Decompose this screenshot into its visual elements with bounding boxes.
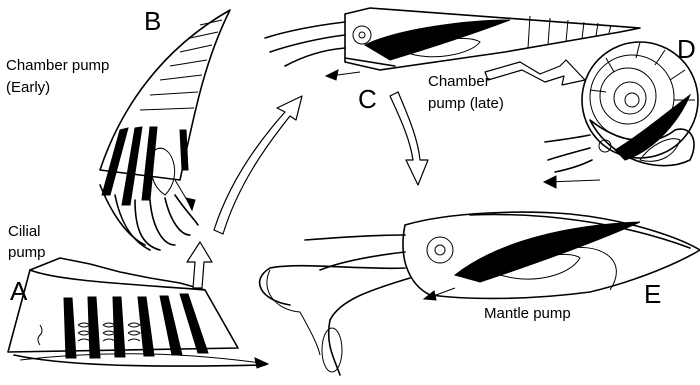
arrow-c-to-e <box>390 92 428 185</box>
stage-a-cilial-pump-organism <box>8 258 268 368</box>
caption-cilial-pump-line1: Cilial <box>8 223 41 240</box>
caption-chamber-pump-early-line2: (Early) <box>6 79 50 96</box>
stage-d-tentacles <box>545 135 592 172</box>
arrow-a-to-b <box>187 242 212 288</box>
label-b: B <box>144 6 161 36</box>
arrow-c-to-d <box>485 60 585 85</box>
stage-e-club <box>322 328 342 372</box>
stage-c-tentacles <box>265 22 345 66</box>
stage-e-eye <box>427 237 453 263</box>
stage-b-chamber-pump-early-organism <box>100 10 230 250</box>
label-c: C <box>358 84 377 114</box>
caption-chamber-pump-early-line1: Chamber pump <box>6 57 109 74</box>
caption-chamber-pump-late-line2: pump (late) <box>428 95 504 112</box>
stage-c-chamber-pump-late-organism <box>265 8 640 80</box>
stage-c-eye <box>353 26 371 44</box>
label-e: E <box>644 279 661 309</box>
labels: B Chamber pump (Early) C Chamber pump (l… <box>6 6 696 322</box>
arrow-a-to-c <box>214 96 302 234</box>
label-d: D <box>677 34 696 64</box>
stage-e-mantle-pump-organism <box>260 212 700 375</box>
stage-b-dark-bands <box>102 127 188 205</box>
caption-cilial-pump-line2: pump <box>8 244 46 261</box>
caption-mantle-pump: Mantle pump <box>484 305 571 322</box>
label-a: A <box>10 276 28 306</box>
caption-chamber-pump-late-line1: Chamber <box>428 73 490 90</box>
stage-e-tentacles <box>260 235 410 375</box>
